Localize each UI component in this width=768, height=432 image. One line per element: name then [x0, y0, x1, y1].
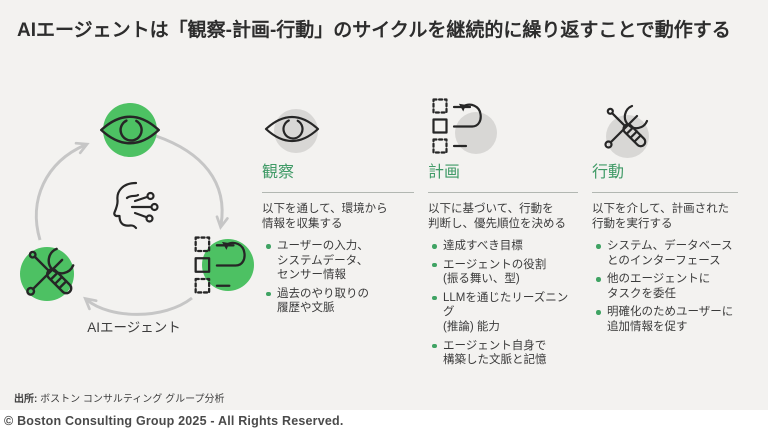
plan-icon-block	[428, 95, 578, 161]
observe-heading: 観察	[262, 164, 295, 181]
act-icon-block	[592, 95, 738, 161]
plan-heading: 計画	[428, 164, 461, 181]
plan-bullet-list: 達成すべき目標 エージェントの役割 (振る舞い、型) LLMを通じたリーズニング…	[428, 239, 578, 368]
bullet-item: 過去のやり取りの 履歴や文脈	[262, 287, 414, 316]
copyright-text: © Boston Consulting Group 2025 - All Rig…	[4, 414, 344, 428]
cycle-arrow-observe-to-plan	[155, 134, 229, 231]
eye-icon	[264, 114, 320, 144]
bullet-item: エージェントの役割 (振る舞い、型)	[428, 258, 578, 287]
slide-title: AIエージェントは「観察-計画-行動」のサイクルを継続的に繰り返すことで動作する	[17, 20, 731, 41]
bullet-item: LLMを通じたリーズニング (推論) 能力	[428, 291, 578, 335]
cycle-center-label: AIエージェント	[87, 320, 181, 335]
cycle-svg	[20, 103, 254, 316]
bullet-item: エージェント自身で 構築した文脈と記憶	[428, 339, 578, 368]
observe-icon-block	[262, 95, 414, 161]
divider	[428, 192, 578, 194]
observe-bullet-list: ユーザーの入力、 システムデータ、 センサー情報 過去のやり取りの 履歴や文脈	[262, 239, 414, 316]
plan-intro: 以下に基づいて、行動を 判断し、優先順位を決める	[428, 203, 566, 231]
act-heading: 行動	[592, 164, 625, 181]
ai-head-icon	[113, 181, 159, 230]
observe-node-circle	[103, 103, 157, 157]
bullet-item: 明確化のためユーザーに 追加情報を促す	[592, 305, 738, 334]
act-intro: 以下を介して、計画された 行動を実行する	[592, 203, 730, 231]
slide-background: AIエージェントは「観察-計画-行動」のサイクルを継続的に繰り返すことで動作する	[0, 0, 768, 410]
divider	[592, 192, 738, 194]
plan-icon	[432, 98, 482, 154]
column-observe: 観察 以下を通して、環境から 情報を収集する ユーザーの入力、 システムデータ、…	[262, 95, 414, 320]
cycle-arrow-act-to-observe	[34, 141, 90, 241]
cycle-arrow-plan-to-act	[83, 296, 193, 316]
cycle-diagram: AIエージェント	[6, 82, 262, 335]
bullet-item: 他のエージェントに タスクを委任	[592, 272, 738, 301]
copyright-bar: © Boston Consulting Group 2025 - All Rig…	[0, 410, 768, 432]
column-act: 行動 以下を介して、計画された 行動を実行する システム、データベース とのイン…	[592, 95, 738, 339]
tools-icon	[604, 104, 649, 150]
column-plan: 計画 以下に基づいて、行動を 判断し、優先順位を決める 達成すべき目標 エージェ…	[428, 95, 578, 372]
source-label: 出所:	[14, 394, 38, 405]
divider	[262, 192, 414, 194]
observe-intro: 以下を通して、環境から 情報を収集する	[262, 203, 388, 231]
source-note: 出所: ボストン コンサルティング グループ分析	[14, 390, 224, 405]
act-bullet-list: システム、データベース とのインターフェース 他のエージェントに タスクを委任 …	[592, 239, 738, 335]
bullet-item: ユーザーの入力、 システムデータ、 センサー情報	[262, 239, 414, 283]
source-text: ボストン コンサルティング グループ分析	[37, 394, 225, 405]
bullet-item: 達成すべき目標	[428, 239, 578, 254]
bullet-item: システム、データベース とのインターフェース	[592, 239, 738, 268]
